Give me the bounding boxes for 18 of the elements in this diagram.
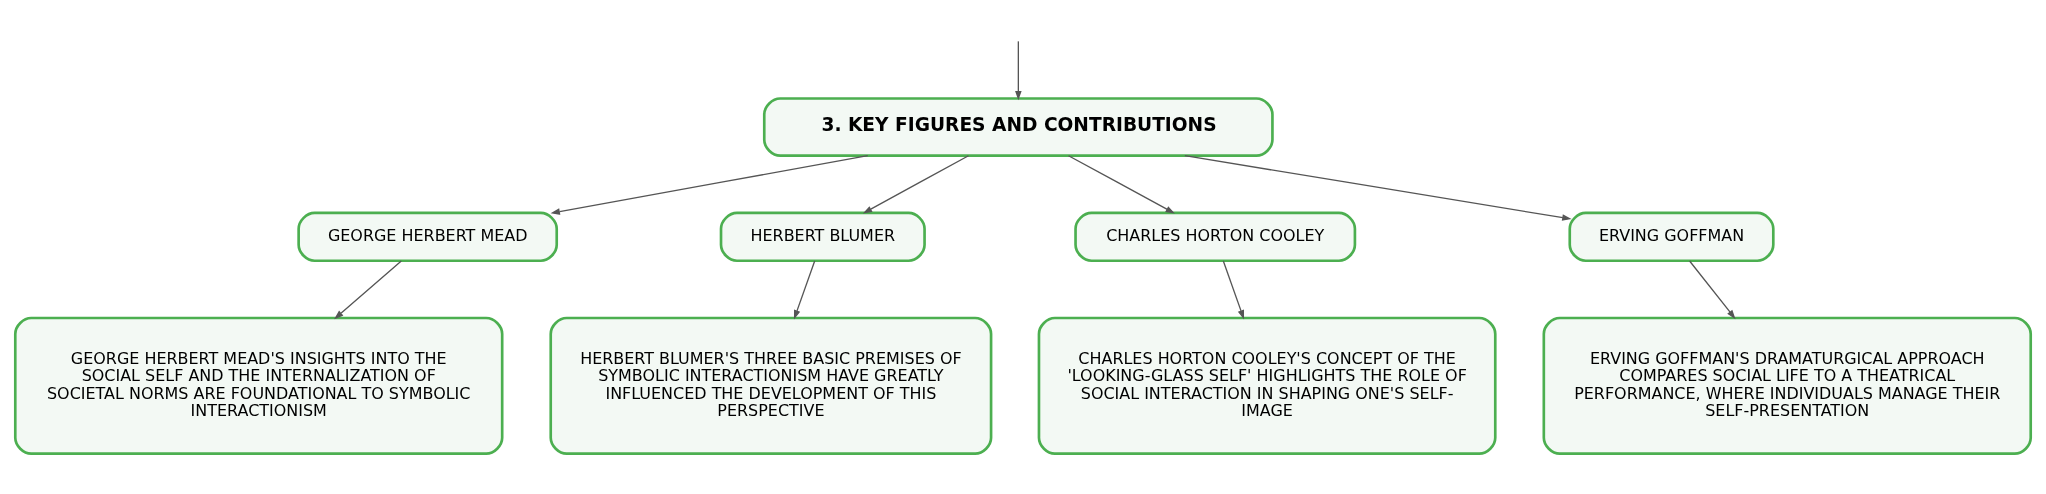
node-box: HERBERT BLUMER'S THREE BASIC PREMISES OF SYMBOLIC INTERACTIONISM HAVE GREATLY INFLUENCED THE DEVELOPMENT OF THIS PERSPECTIVE (549, 316, 993, 455)
arrow (1184, 155, 1572, 221)
node-box: CHARLES HORTON COOLEY'S CONCEPT OF THE 'LOOKING-GLASS SELF' HIGHLIGHTS THE ROLE OF SOCIAL INTERACTION IN SHAPING ONE'S SELF-IMAGE (1037, 316, 1497, 455)
arrow (1067, 155, 1175, 214)
arrow (793, 260, 816, 320)
node-box: CHARLES HORTON COOLEY (1074, 211, 1357, 263)
node-box: GEORGE HERBERT MEAD'S INSIGHTS INTO THE SOCIAL SELF AND THE INTERNALIZATION OF SOCIETAL NORMS ARE FOUNDATIONAL TO SYMBOLIC INTERACTIONISM (13, 316, 504, 455)
node-box: 3. KEY FIGURES AND CONTRIBUTIONS (762, 97, 1274, 157)
arrow (1222, 260, 1245, 320)
arrow (1015, 40, 1022, 101)
arrow (862, 155, 970, 214)
node-box: GEORGE HERBERT MEAD (297, 211, 559, 263)
node-box: ERVING GOFFMAN'S DRAMATURGICAL APPROACH COMPARES SOCIAL LIFE TO A THEATRICAL PERFORMANCE, WHERE INDIVIDUALS MANAGE THEIR SELF-PRESENTATION (1542, 316, 2033, 455)
node-box: HERBERT BLUMER (719, 211, 926, 263)
arrow (550, 155, 869, 215)
arrow (334, 260, 402, 320)
node-box: ERVING GOFFMAN (1568, 211, 1775, 263)
arrow (1688, 260, 1736, 320)
